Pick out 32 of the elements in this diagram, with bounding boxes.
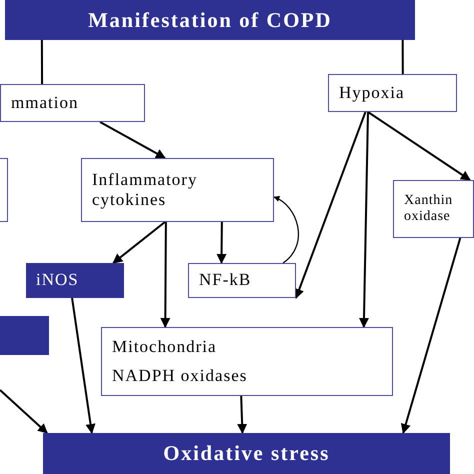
arrow <box>0 389 48 434</box>
node-text: Xanthin oxidase <box>404 192 454 226</box>
label-box <box>43 433 450 474</box>
node-text: iNOS <box>36 270 79 291</box>
arrow <box>100 121 166 159</box>
node-text: Mitochondria <box>112 337 217 358</box>
arrow <box>294 112 366 299</box>
label-box <box>5 0 415 40</box>
node-text: Inflammatory cytokines <box>92 170 198 210</box>
process-box <box>328 74 457 112</box>
process-box <box>81 158 274 222</box>
arrow <box>112 221 166 264</box>
node-text: mmation <box>11 92 78 114</box>
node-text: NF-kB <box>199 270 252 291</box>
node-text: Oxidative stress <box>163 440 330 467</box>
label-box <box>26 263 124 298</box>
arrow <box>358 112 369 328</box>
arrow <box>237 396 248 434</box>
arrow <box>367 111 471 181</box>
arrow <box>273 196 299 264</box>
arrow <box>160 222 170 328</box>
label-box <box>0 316 49 355</box>
arrow <box>216 222 227 264</box>
process-box <box>0 84 145 122</box>
process-box <box>393 180 474 238</box>
arrow <box>400 238 462 434</box>
arrow <box>71 298 96 434</box>
node-text: Manifestation of COPD <box>88 6 332 34</box>
process-box <box>188 263 296 298</box>
node-text: Hypoxia <box>339 82 405 104</box>
process-box <box>101 327 393 396</box>
node-text: NADPH oxidases <box>112 366 248 386</box>
